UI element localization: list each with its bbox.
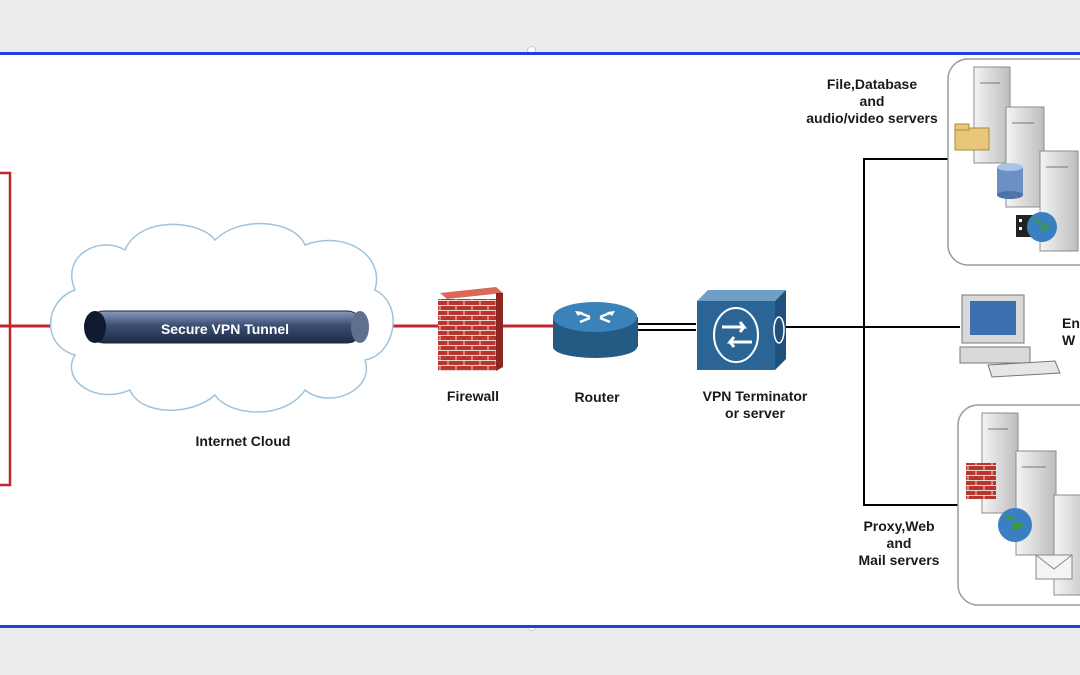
database-icon — [997, 163, 1023, 199]
mail-envelope-icon — [1035, 554, 1073, 580]
vpn-terminator-icon — [697, 290, 786, 370]
small-firewall-icon — [966, 463, 996, 499]
globe-icon — [998, 508, 1032, 542]
left-network-boundary — [0, 171, 12, 487]
workstation-label-partial: En W — [1062, 315, 1080, 349]
folder-icon — [954, 123, 990, 151]
backbone-line — [863, 158, 960, 506]
network-diagram-svg — [0, 58, 1080, 606]
router-icon — [553, 302, 638, 358]
file-database-server-group — [947, 58, 1080, 266]
firewall-label: Firewall — [446, 388, 500, 404]
vpn-terminator-label-line2: or server — [725, 405, 785, 421]
globe-icon — [1027, 212, 1057, 242]
file-servers-label-line1: File,Database — [826, 76, 918, 92]
internet-cloud-label: Internet Cloud — [195, 433, 291, 449]
workstation-label-line2: W — [1062, 332, 1076, 348]
proxy-servers-label-line2: and — [886, 535, 912, 551]
vpn-terminator-label-line1: VPN Terminator — [702, 388, 808, 404]
file-servers-label: File,Database and audio/video servers — [790, 76, 954, 127]
proxy-servers-label: Proxy,Web and Mail servers — [842, 518, 956, 569]
proxy-servers-label-line1: Proxy,Web — [863, 518, 935, 534]
workstation-label-line1: En — [1062, 315, 1080, 331]
vpn-terminator-label: VPN Terminator or server — [685, 388, 825, 422]
tunnel-label: Secure VPN Tunnel — [160, 321, 290, 337]
file-servers-label-line2: and — [859, 93, 885, 109]
diagram-canvas: Secure VPN Tunnel Internet Cloud Firewal… — [0, 52, 1080, 628]
router-label: Router — [574, 389, 620, 405]
firewall-icon — [438, 287, 503, 371]
proxy-web-mail-server-group — [957, 404, 1080, 606]
proxy-servers-label-line3: Mail servers — [858, 552, 940, 568]
workstation-icon — [959, 294, 1061, 378]
vpn-tunnel-icon — [84, 310, 369, 344]
file-servers-label-line3: audio/video servers — [806, 110, 938, 126]
